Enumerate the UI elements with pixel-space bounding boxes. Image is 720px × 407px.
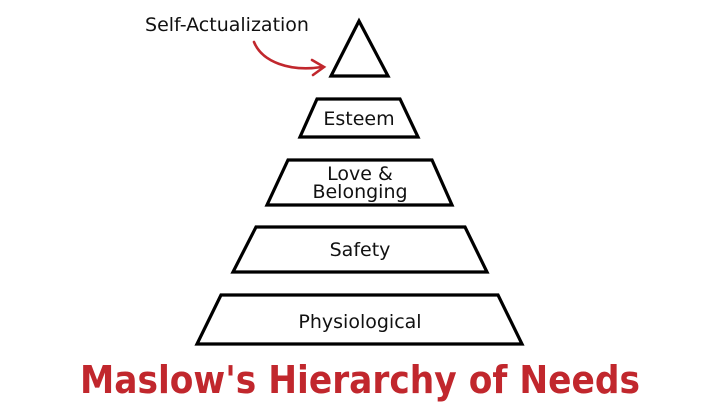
pointer-arrowhead [310,58,327,77]
tier-esteem-shape [297,97,421,139]
tier-safety-label: Safety [330,239,391,261]
pointer-arrow [252,40,324,70]
tier-love-belonging-label-line2: Belonging [312,181,407,203]
tier-physiological-shape [194,293,525,346]
main-title: Maslow's Hierarchy of Needs [80,358,640,402]
tier-love-belonging-label-line1: Love & [327,163,393,185]
tier-esteem-label: Esteem [323,108,394,130]
self-actualization-label: Self-Actualization [145,14,309,36]
tier-love-belonging-shape [264,158,455,207]
tier-safety-shape [230,225,490,274]
tier-physiological-label: Physiological [298,311,421,333]
tier-self-actualization-shape [328,17,391,78]
